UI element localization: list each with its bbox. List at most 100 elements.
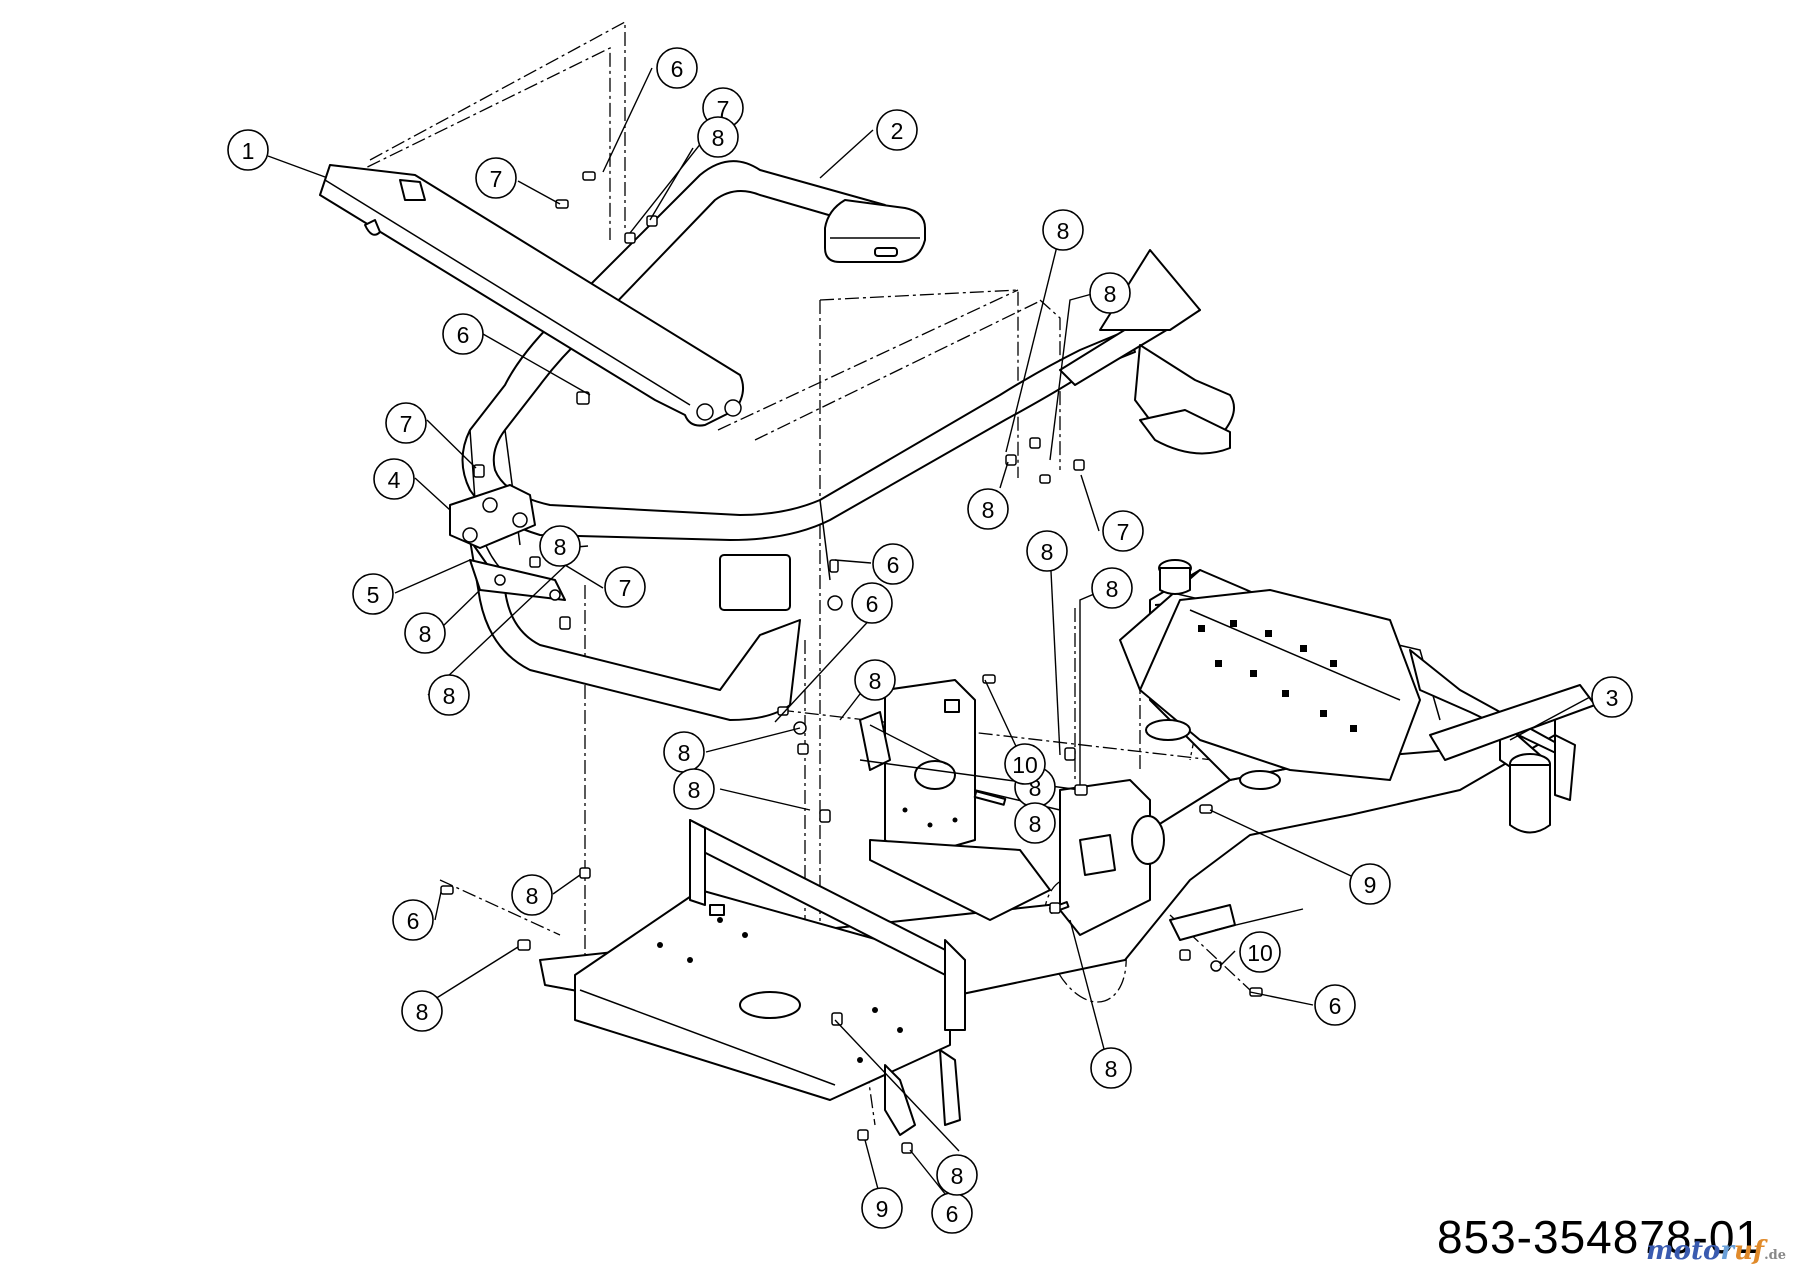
callout-number: 9 bbox=[1364, 872, 1377, 898]
callout-number: 1 bbox=[242, 138, 255, 164]
callout-8: 8 bbox=[1026, 530, 1068, 572]
callout-6: 6 bbox=[656, 47, 698, 89]
callout-balloon bbox=[511, 874, 553, 916]
callout-number: 8 bbox=[1106, 576, 1119, 602]
callouts: 1234566666667777788888888888888888899101… bbox=[227, 47, 1633, 1234]
callout-balloon bbox=[1239, 931, 1281, 973]
callout-8: 8 bbox=[967, 488, 1009, 530]
callout-number: 8 bbox=[678, 740, 691, 766]
callout-6: 6 bbox=[442, 313, 484, 355]
callout-3: 3 bbox=[1591, 676, 1633, 718]
callout-balloon bbox=[1042, 209, 1084, 251]
callout-8: 8 bbox=[401, 990, 443, 1032]
callout-number: 5 bbox=[367, 582, 380, 608]
callout-6: 6 bbox=[851, 582, 893, 624]
callout-8: 8 bbox=[1089, 272, 1131, 314]
callout-8: 8 bbox=[697, 116, 739, 158]
callout-number: 8 bbox=[712, 125, 725, 151]
watermark-part-a: moto bbox=[1646, 1236, 1721, 1266]
callout-4: 4 bbox=[373, 458, 415, 500]
callout-balloon bbox=[967, 488, 1009, 530]
watermark-part-c: uf bbox=[1734, 1236, 1765, 1266]
callout-balloon bbox=[1102, 510, 1144, 552]
callout-7: 7 bbox=[1102, 510, 1144, 552]
callout-number: 7 bbox=[717, 96, 730, 122]
callout-6: 6 bbox=[392, 899, 434, 941]
callout-number: 8 bbox=[869, 668, 882, 694]
callout-balloon bbox=[1591, 676, 1633, 718]
callout-number: 6 bbox=[457, 322, 470, 348]
callout-8: 8 bbox=[936, 1154, 978, 1196]
callout-number: 10 bbox=[1012, 752, 1038, 778]
callout-8: 8 bbox=[854, 659, 896, 701]
callout-number: 8 bbox=[951, 1163, 964, 1189]
left-bracket-part bbox=[859, 679, 1051, 921]
callout-number: 7 bbox=[490, 166, 503, 192]
callout-8: 8 bbox=[1042, 209, 1084, 251]
right-bracket-part bbox=[1059, 779, 1236, 941]
callout-8: 8 bbox=[1091, 567, 1133, 609]
callout-8: 8 bbox=[428, 674, 470, 716]
callout-9: 9 bbox=[1349, 863, 1391, 905]
callout-2: 2 bbox=[876, 109, 918, 151]
callout-balloon bbox=[872, 543, 914, 585]
callout-balloon bbox=[1004, 743, 1046, 785]
callout-number: 8 bbox=[688, 777, 701, 803]
callout-number: 8 bbox=[443, 683, 456, 709]
callout-balloon bbox=[539, 525, 581, 567]
callout-number: 8 bbox=[554, 534, 567, 560]
callout-balloon bbox=[697, 116, 739, 158]
callout-number: 2 bbox=[891, 118, 904, 144]
callout-balloon bbox=[936, 1154, 978, 1196]
callout-number: 6 bbox=[407, 908, 420, 934]
callout-10: 10 bbox=[1004, 743, 1046, 785]
callout-number: 9 bbox=[876, 1196, 889, 1222]
fasteners bbox=[440, 171, 1263, 1154]
callout-9: 9 bbox=[861, 1187, 903, 1229]
callout-number: 8 bbox=[419, 621, 432, 647]
callout-8: 8 bbox=[663, 731, 705, 773]
arm-pad-part bbox=[1059, 249, 1235, 455]
hinge-bracket-part bbox=[449, 484, 566, 601]
handle-frame-part bbox=[461, 160, 1136, 586]
callout-balloon bbox=[604, 566, 646, 608]
callout-balloon bbox=[442, 313, 484, 355]
callout-6: 6 bbox=[1314, 984, 1356, 1026]
seat-deck-part bbox=[1139, 589, 1421, 790]
callout-number: 8 bbox=[1105, 1056, 1118, 1082]
callout-7: 7 bbox=[475, 157, 517, 199]
callout-balloon bbox=[1090, 1047, 1132, 1089]
callout-7: 7 bbox=[604, 566, 646, 608]
callout-8: 8 bbox=[1014, 802, 1056, 844]
watermark-part-b: r bbox=[1720, 1236, 1735, 1266]
callout-number: 8 bbox=[1104, 281, 1117, 307]
callout-number: 6 bbox=[946, 1201, 959, 1227]
callout-balloon bbox=[475, 157, 517, 199]
seat-support-part bbox=[469, 539, 843, 721]
footrest-plate-part bbox=[574, 819, 966, 1136]
callout-balloon bbox=[851, 582, 893, 624]
callout-number: 6 bbox=[866, 591, 879, 617]
callout-number: 7 bbox=[1117, 519, 1130, 545]
callout-10: 10 bbox=[1239, 931, 1281, 973]
callout-number: 3 bbox=[1606, 685, 1619, 711]
callout-5: 5 bbox=[352, 573, 394, 615]
callout-balloon bbox=[1089, 272, 1131, 314]
callout-balloon bbox=[1314, 984, 1356, 1026]
callout-balloon bbox=[876, 109, 918, 151]
callout-number: 7 bbox=[400, 411, 413, 437]
callout-1: 1 bbox=[227, 129, 269, 171]
callout-number: 8 bbox=[1029, 811, 1042, 837]
callout-balloon bbox=[385, 402, 427, 444]
callout-6: 6 bbox=[872, 543, 914, 585]
callout-balloon bbox=[1014, 802, 1056, 844]
callout-number: 8 bbox=[1057, 218, 1070, 244]
callout-number: 10 bbox=[1247, 940, 1273, 966]
callout-balloon bbox=[392, 899, 434, 941]
callout-balloon bbox=[854, 659, 896, 701]
callout-balloon bbox=[1026, 530, 1068, 572]
watermark-suffix: .de bbox=[1764, 1248, 1786, 1263]
callout-8: 8 bbox=[511, 874, 553, 916]
callout-balloon bbox=[673, 768, 715, 810]
